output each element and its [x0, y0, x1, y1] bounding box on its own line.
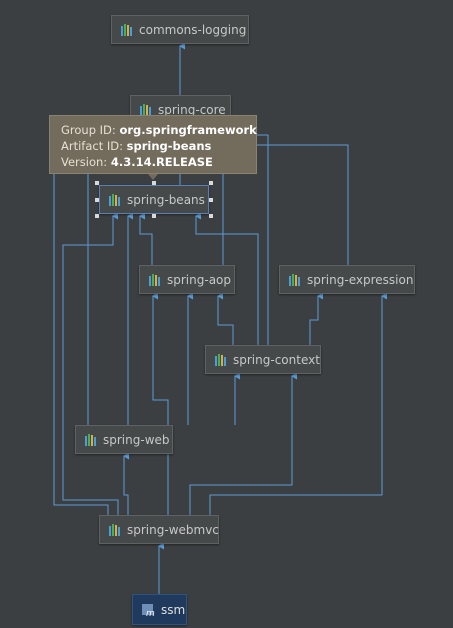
node-label: spring-core [158, 102, 226, 117]
selection-handle[interactable] [209, 214, 213, 218]
maven-library-icon [149, 273, 160, 286]
edge-spring-aop-to-spring-beans [139, 212, 153, 265]
node-label: spring-web [103, 432, 170, 447]
edge-spring-context-to-spring-beans [195, 212, 259, 345]
selection-handle[interactable] [209, 181, 213, 185]
node-spring-webmvc[interactable]: spring-webmvc [99, 515, 219, 544]
maven-library-icon [289, 273, 300, 286]
tooltip-artifact-row: Artifact ID: spring-beans [61, 138, 256, 154]
maven-library-icon [121, 23, 132, 36]
selection-handle[interactable] [95, 181, 99, 185]
edge-spring-webmvc-to-spring-expression [209, 292, 387, 515]
tooltip-version-label: Version: [61, 155, 108, 169]
edge-spring-webmvc-to-spring-context [189, 372, 297, 515]
node-spring-expression[interactable]: spring-expression [279, 265, 415, 294]
selection-handle[interactable] [95, 197, 99, 202]
node-spring-context[interactable]: spring-context [205, 345, 321, 374]
edge-spring-webmvc-to-spring-web [123, 452, 129, 515]
node-commons-logging[interactable]: commons-logging [111, 15, 249, 44]
node-label: spring-aop [167, 272, 232, 287]
tooltip-group-value: org.springframework [119, 123, 257, 137]
node-spring-aop[interactable]: spring-aop [139, 265, 235, 294]
node-label: spring-beans [127, 192, 205, 207]
maven-library-icon [140, 103, 151, 116]
selection-handle[interactable] [152, 181, 156, 185]
edge-spring-expression-to-spring-core [227, 140, 349, 265]
svg-text:m: m [146, 609, 155, 617]
edge-spring-context-to-spring-aop [217, 292, 234, 345]
selection-handle[interactable] [95, 214, 99, 218]
selection-handle[interactable] [152, 214, 156, 218]
tooltip-group-row: Group ID: org.springframework [61, 122, 257, 138]
tooltip-pointer [148, 174, 158, 180]
maven-library-icon [215, 353, 226, 366]
node-label: spring-webmvc [127, 522, 219, 537]
edge-spring-webmvc-to-spring-beans [62, 212, 118, 495]
node-label: spring-context [233, 352, 320, 367]
maven-module-icon: m [142, 603, 155, 617]
tooltip-artifact-value: spring-beans [126, 139, 212, 153]
node-spring-web[interactable]: spring-web [75, 425, 173, 454]
artifact-tooltip: Group ID: org.springframework Artifact I… [49, 115, 257, 174]
maven-library-icon [109, 193, 120, 206]
selection-handle[interactable] [209, 197, 213, 202]
edge-spring-context-to-spring-expression [309, 292, 323, 345]
node-label: commons-logging [139, 22, 247, 37]
tooltip-version-row: Version: 4.3.14.RELEASE [61, 154, 256, 170]
maven-library-icon [85, 433, 96, 446]
edge-webmvc-left-connector-2 [62, 495, 119, 515]
tooltip-version-value: 4.3.14.RELEASE [110, 155, 213, 169]
node-spring-beans[interactable]: spring-beans [99, 185, 209, 214]
tooltip-artifact-label: Artifact ID: [61, 139, 124, 153]
maven-library-icon [109, 523, 120, 536]
node-label: ssm [161, 602, 186, 617]
edge-spring-webmvc-to-spring-aop [152, 292, 169, 515]
node-label: spring-expression [307, 272, 414, 287]
tooltip-group-label: Group ID: [61, 123, 116, 137]
edge-webmvc-left-connector [53, 495, 109, 515]
